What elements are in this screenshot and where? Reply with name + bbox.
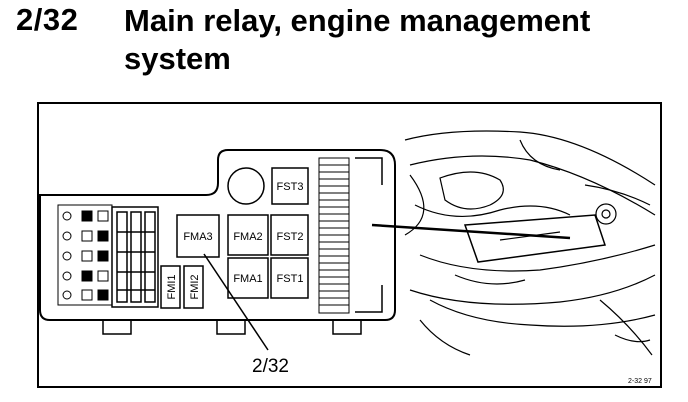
relay-fma3: FMA3: [176, 214, 220, 258]
section-number: 2/32: [16, 2, 79, 37]
mounting-tab-center: [216, 319, 246, 335]
relay-fst2-label: FST2: [277, 231, 304, 243]
bracket-top-right: [355, 157, 383, 185]
relay-fma1: FMA1: [227, 257, 269, 299]
relay-fst3: FST3: [271, 167, 309, 205]
mounting-tab-right: [332, 319, 362, 335]
relay-fmi1-label: FMI1: [166, 274, 178, 299]
engine-bay-illustration: [404, 130, 656, 356]
relay-fst1-label: FST1: [277, 273, 304, 285]
relay-fst2: FST2: [270, 214, 309, 256]
relay-fmi1: FMI1: [160, 265, 181, 309]
callout-label: 2/32: [252, 356, 289, 377]
figure-reference: 2-32 97: [628, 378, 652, 385]
relay-fst1: FST1: [270, 257, 309, 299]
round-relay: [227, 167, 265, 205]
mounting-tab-left: [102, 319, 132, 335]
connector-block: [111, 206, 159, 308]
relay-fma2-label: FMA2: [233, 231, 262, 243]
bracket-bottom-right: [355, 285, 383, 313]
fuse-ladder: [318, 157, 350, 314]
relay-fma3-label: FMA3: [183, 231, 212, 243]
relay-box-outline: [39, 149, 396, 321]
relay-fmi2: FMI2: [183, 265, 204, 309]
relay-fma1-label: FMA1: [233, 273, 262, 285]
callout-leader-line: [203, 253, 269, 351]
relay-fma2: FMA2: [227, 214, 269, 256]
relay-fst3-label: FST3: [277, 181, 304, 193]
relay-fmi2-label: FMI2: [189, 274, 201, 299]
page-title: Main relay, engine management system: [124, 3, 591, 76]
figure-frame: [37, 102, 662, 388]
terminal-strip: [57, 204, 113, 306]
pointer-line: [371, 223, 571, 240]
